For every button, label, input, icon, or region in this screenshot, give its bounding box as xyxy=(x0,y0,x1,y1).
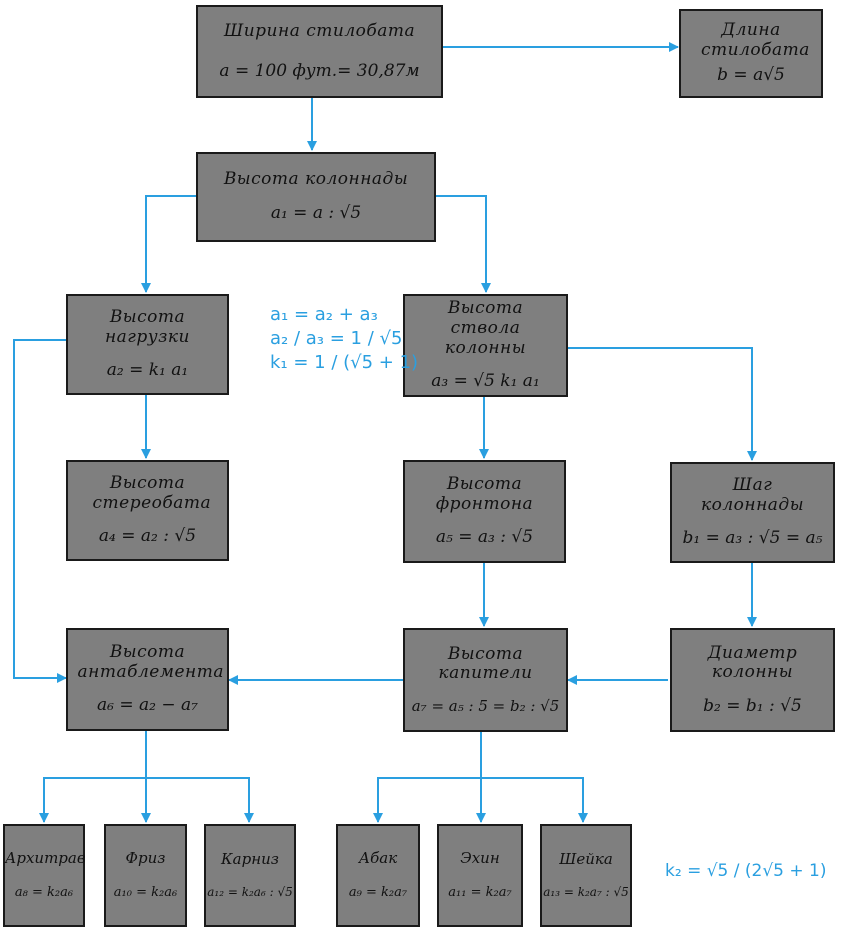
box-frieze: Фриз a₁₀ = k₂a₆ xyxy=(104,824,187,927)
box-formula: a₁₂ = k₂a₆ : √5 xyxy=(207,885,293,900)
box-title: Фриз xyxy=(125,849,166,868)
box-formula: b₁ = a₃ : √5 = a₅ xyxy=(682,528,823,549)
arrow-load-to-entablature xyxy=(13,339,67,683)
note-eq2: a₂ / a₃ = 1 / √5 xyxy=(270,327,403,349)
box-title: Эхин xyxy=(460,849,500,868)
box-title: Абак xyxy=(358,849,398,868)
box-abacus: Абак a₉ = k₂a₇ xyxy=(336,824,420,927)
box-formula: a₉ = k₂a₇ xyxy=(348,884,408,900)
box-title: Диаметр колонны xyxy=(707,642,798,683)
box-stereobate-height: Высота стереобата a₄ = a₂ : √5 xyxy=(66,460,229,561)
box-formula: a₁₃ = k₂a₇ : √5 xyxy=(543,885,629,900)
box-formula: a₆ = a₂ − a₇ xyxy=(97,695,198,716)
formula-notes: a₁ = a₂ + a₃ a₂ / a₃ = 1 / √5 k₁ = 1 / (… xyxy=(270,305,418,376)
arrow-colonnade-to-load xyxy=(141,195,196,293)
box-load-height: Высота нагрузки a₂ = k₁ a₁ xyxy=(66,294,229,395)
box-formula: a₇ = a₅ : 5 = b₂ : √5 xyxy=(411,696,560,715)
box-title: Высота нагрузки xyxy=(104,307,191,347)
box-colonnade-height: Высота колоннады a₁ = a : √5 xyxy=(196,152,436,242)
box-formula: a = 100 фут.= 30,87м xyxy=(219,60,420,81)
note-k2: k₂ = √5 / (2√5 + 1) xyxy=(665,862,827,885)
box-cornice: Карниз a₁₂ = k₂a₆ : √5 xyxy=(204,824,296,927)
box-stylobate-width: Ширина стилобата a = 100 фут.= 30,87м xyxy=(196,5,443,98)
box-formula: b₂ = b₁ : √5 xyxy=(703,695,802,716)
box-title: Ширина стилобата xyxy=(223,20,416,41)
box-formula: a₃ = √5 k₁ a₁ xyxy=(431,371,540,392)
arrow-colonnade-to-shaft xyxy=(436,195,491,293)
box-title: Высота капители xyxy=(438,643,533,684)
box-colonnade-step: Шаг колоннады b₁ = a₃ : √5 = a₅ xyxy=(670,462,835,563)
box-title: Высота ствола колонны xyxy=(444,298,527,358)
box-formula: a₄ = a₂ : √5 xyxy=(98,526,197,547)
box-formula: a₅ = a₃ : √5 xyxy=(435,527,534,548)
box-column-diameter: Диаметр колонны b₂ = b₁ : √5 xyxy=(670,628,835,732)
box-title: Шейка xyxy=(559,849,613,868)
box-capital-height: Высота капители a₇ = a₅ : 5 = b₂ : √5 xyxy=(403,628,568,732)
box-title: Высота антаблемента xyxy=(77,642,224,682)
box-formula: a₁₁ = k₂a₇ xyxy=(448,884,512,900)
box-title: Архитрав xyxy=(5,849,86,868)
box-formula: b = a√5 xyxy=(717,65,785,86)
box-title: Шаг колоннады xyxy=(700,475,805,515)
box-entablature-height: Высота антаблемента a₆ = a₂ − a₇ xyxy=(66,628,229,731)
note-eq3: k₁ = 1 / (√5 + 1) xyxy=(270,351,419,373)
note-eq1: a₁ = a₂ + a₃ xyxy=(270,304,378,325)
box-title: Длина стилобата xyxy=(701,20,810,60)
box-title: Высота фронтона xyxy=(435,474,534,514)
box-title: Высота колоннады xyxy=(223,169,409,190)
box-title: Высота стереобата xyxy=(92,473,212,513)
box-title: Карниз xyxy=(221,849,279,868)
box-pediment-height: Высота фронтона a₅ = a₃ : √5 xyxy=(403,460,566,563)
box-echinus: Эхин a₁₁ = k₂a₇ xyxy=(437,824,523,927)
note-eq4: k₂ = √5 / (2√5 + 1) xyxy=(665,861,827,881)
box-neck: Шейка a₁₃ = k₂a₇ : √5 xyxy=(540,824,632,927)
box-formula: a₈ = k₂a₆ xyxy=(14,884,74,900)
box-formula: a₁ = a : √5 xyxy=(270,203,362,223)
arrow-shaft-to-step xyxy=(568,347,757,461)
box-architrave: Архитрав a₈ = k₂a₆ xyxy=(3,824,86,927)
box-formula: a₁₀ = k₂a₆ xyxy=(113,884,178,900)
box-stylobate-length: Длина стилобата b = a√5 xyxy=(679,9,823,98)
box-shaft-height: Высота ствола колонны a₃ = √5 k₁ a₁ xyxy=(403,294,568,397)
box-formula: a₂ = k₁ a₁ xyxy=(106,360,189,381)
